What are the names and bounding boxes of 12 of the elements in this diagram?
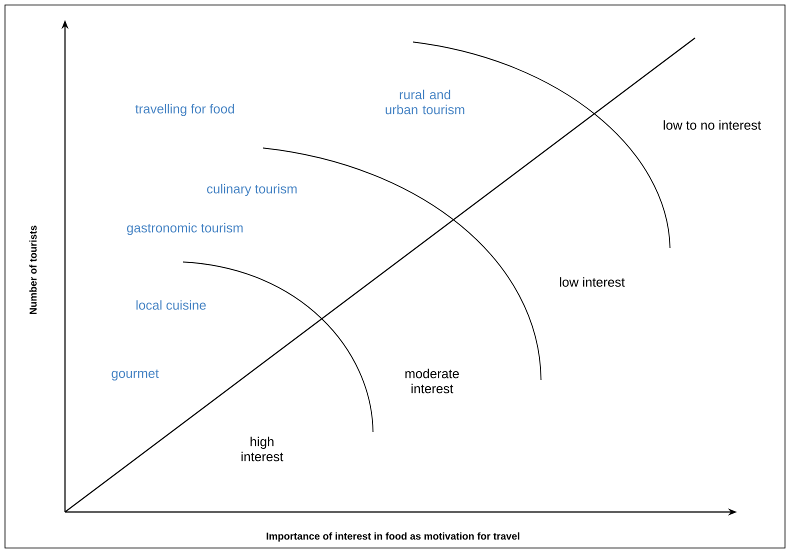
category-label: travelling for food (135, 104, 234, 116)
interest-label: high interest (242, 436, 284, 462)
interest-label: moderate interest (405, 368, 459, 394)
category-label: rural and urban tourism (386, 90, 464, 114)
interest-label: low to no interest (664, 120, 762, 130)
category-label: gourmet (112, 369, 159, 381)
category-label: local cuisine (136, 300, 206, 310)
category-label: gastronomic tourism (127, 222, 243, 236)
axis-label: Importance of interest in food as motivation for travel (266, 532, 520, 542)
axis-label: Number of tourists (29, 226, 37, 314)
interest-label: low interest (560, 277, 625, 287)
category-label: culinary tourism (207, 184, 297, 196)
